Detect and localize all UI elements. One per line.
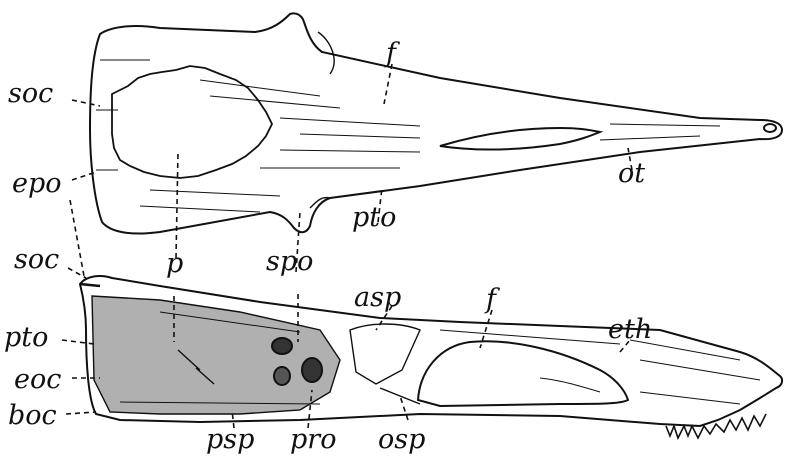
- dorsal-parietal-region: [112, 66, 272, 178]
- dorsal-view-skull: [90, 13, 782, 233]
- label-pro: pro: [290, 426, 336, 453]
- label-f-bottom: f: [486, 286, 496, 313]
- leader-pto-bottom: [62, 340, 94, 344]
- leader-p: [176, 152, 178, 258]
- label-epo: epo: [12, 170, 62, 197]
- label-f-top: f: [386, 40, 396, 67]
- label-psp: psp: [206, 426, 254, 453]
- lateral-asp-fan: [350, 324, 420, 384]
- label-eth: eth: [608, 316, 652, 343]
- lateral-view-skull: [80, 276, 782, 438]
- leader-osp: [400, 396, 408, 420]
- lateral-foramen-1: [272, 338, 292, 354]
- label-pto-bottom: pto: [4, 324, 48, 351]
- label-spo: spo: [266, 248, 313, 275]
- dorsal-snout-tip: [764, 124, 776, 132]
- label-boc: boc: [8, 402, 57, 429]
- label-osp: osp: [378, 426, 425, 453]
- lateral-orbit-opening: [418, 341, 628, 406]
- leader-epo-down: [70, 200, 84, 276]
- lateral-shaded-region: [92, 296, 340, 414]
- dorsal-frontal-lozenge: [440, 128, 600, 150]
- label-eoc: eoc: [14, 366, 61, 393]
- leader-f-bottom: [480, 310, 492, 348]
- label-soc-top: soc: [8, 80, 53, 107]
- leader-f-top: [384, 64, 392, 104]
- leader-soc-top: [72, 100, 100, 106]
- label-pto-top: pto: [352, 204, 396, 231]
- label-asp: asp: [354, 284, 401, 311]
- dorsal-skull-outline: [90, 13, 782, 233]
- label-p: p: [166, 250, 183, 277]
- lateral-foramen-3: [274, 367, 290, 385]
- lateral-foramen-2: [302, 358, 322, 382]
- leader-boc: [66, 412, 96, 414]
- label-soc-bottom: soc: [14, 246, 59, 273]
- label-ot: ot: [618, 160, 645, 187]
